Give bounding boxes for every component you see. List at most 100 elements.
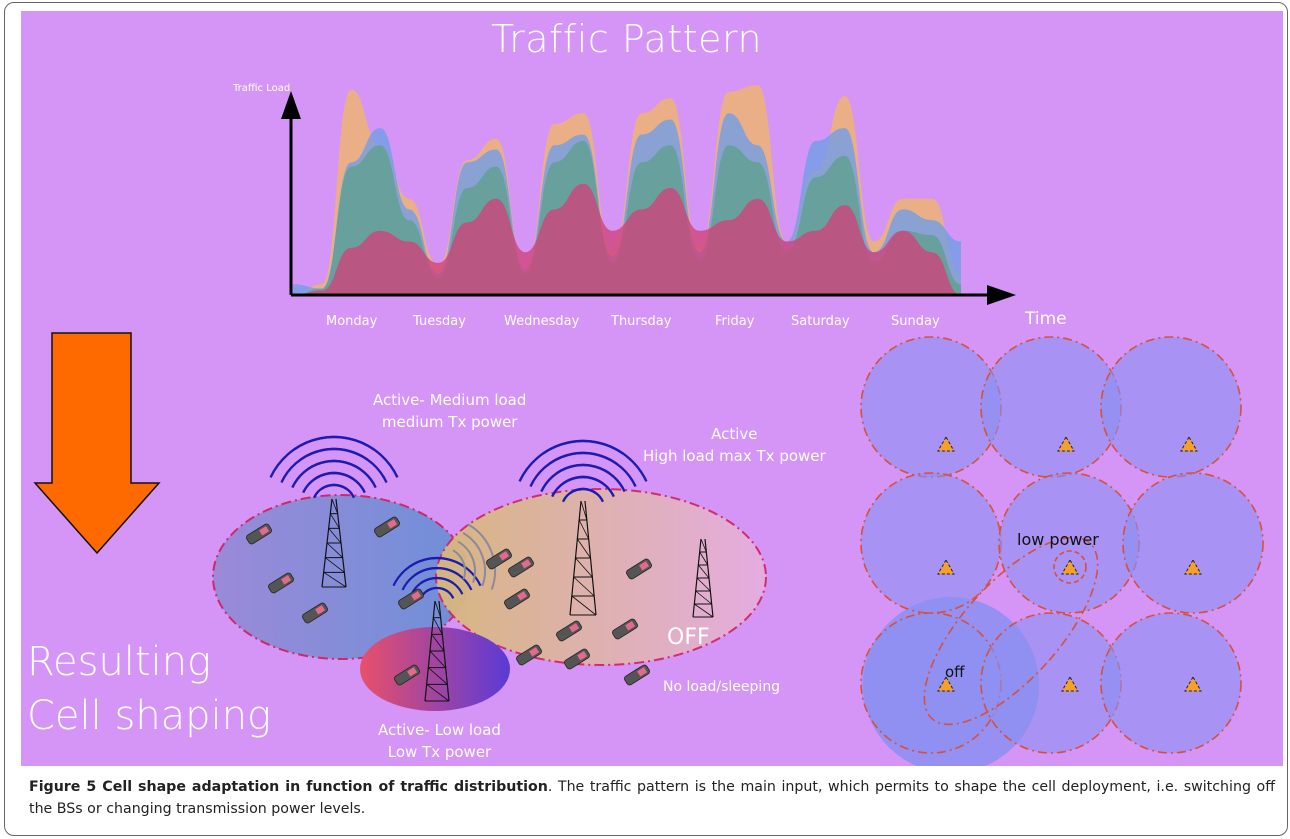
wave-faded-2 [462, 532, 486, 587]
phone-screen [637, 667, 648, 677]
phones [246, 516, 652, 686]
base-station-icon [1184, 675, 1202, 692]
tower-brace [428, 667, 448, 685]
tower-brace [580, 500, 588, 521]
cell-coverage-circle [1100, 336, 1242, 478]
base-station-icon [937, 435, 955, 452]
tower-brace [699, 551, 709, 566]
phone-screen [517, 591, 528, 601]
base-station-icon [937, 675, 955, 692]
wave-right-0-1 [313, 471, 366, 494]
phone-screen [407, 667, 418, 677]
traffic-chart [293, 85, 961, 295]
phone-icon [508, 556, 534, 578]
phone-screen [315, 605, 326, 615]
wave-right-0-2 [306, 459, 377, 489]
phone-icon [394, 664, 420, 686]
tower-icon-low [424, 600, 450, 702]
phone-screen [569, 623, 580, 633]
caption-text: . The traffic pattern is the main input,… [29, 779, 1275, 817]
phone-icon [626, 558, 652, 580]
tower-brace [573, 576, 595, 597]
tower-brace [577, 538, 591, 559]
radio-waves [269, 435, 648, 599]
wave-right-2-0 [426, 586, 455, 599]
down-arrow-icon [33, 332, 161, 555]
cell-coverage-circle [1122, 472, 1264, 614]
wave-right-0-4 [293, 435, 399, 478]
high-load-line2: High load max Tx power [643, 447, 826, 465]
phone-icon [504, 588, 530, 610]
phone-body [624, 664, 650, 686]
low-load-label: Active- Low load Low Tx power [378, 719, 501, 763]
cell-coverage-circle [860, 612, 1002, 754]
x-tick-label: Friday [715, 314, 755, 329]
phone-icon [246, 523, 272, 545]
result-label-line2: Cell shaping [27, 693, 272, 739]
cell-grid [860, 336, 1264, 766]
tower-brace [575, 557, 593, 578]
x-axis-arrow-icon [987, 285, 1016, 305]
cell-scene [212, 435, 767, 711]
figure-panel: Traffic Pattern Traffic Load Monday Tues… [21, 11, 1283, 766]
base-station-icon [1057, 435, 1075, 452]
tower-brace [326, 542, 343, 558]
cell-coverage-circle [980, 336, 1122, 478]
phone-screen [625, 621, 636, 631]
base-station-icon [1061, 675, 1079, 692]
wave-faded-1 [457, 540, 476, 583]
wave-left-0-4 [269, 435, 375, 478]
off-cell-label: off [945, 663, 965, 681]
phone-screen [521, 559, 532, 569]
phone-icon [486, 548, 512, 570]
tower-brace [331, 498, 339, 514]
low-power-coverage-outline [923, 536, 1099, 726]
low-power-core-circle [1053, 550, 1087, 584]
y-axis-arrow-icon [281, 91, 301, 119]
phone-icon [624, 664, 650, 686]
off-label: OFF [667, 625, 710, 650]
cell-coverage-circle [860, 472, 1002, 614]
low-power-label: low power [1017, 530, 1099, 549]
phone-screen [639, 561, 650, 571]
figure-frame: Traffic Pattern Traffic Load Monday Tues… [4, 2, 1288, 836]
wave-right-1-1 [562, 475, 615, 498]
tower-icon-high [569, 500, 597, 616]
wave-right-1-2 [555, 463, 626, 493]
tower-icon-medium [321, 498, 347, 588]
phone-icon [516, 644, 542, 666]
cell-coverage-circle [980, 612, 1122, 754]
caption-label: Figure 5 Cell shape adaptation in functi… [29, 779, 548, 795]
wave-right-1-0 [569, 487, 605, 503]
x-tick-label: Saturday [791, 314, 850, 329]
wave-right-1-4 [542, 439, 648, 482]
wave-right-2-2 [414, 566, 473, 591]
figure-art [33, 85, 1264, 766]
phone-screen [577, 651, 588, 661]
off-sub-label: No load/sleeping [663, 679, 781, 695]
medium-load-label: Active- Medium load medium Tx power [373, 389, 526, 433]
base-station-icon [937, 558, 955, 575]
phone-icon [398, 588, 424, 610]
tower-brace [578, 519, 590, 540]
low-load-cell [360, 627, 510, 711]
wave-right-0-3 [300, 447, 388, 483]
phone-icon [612, 618, 638, 640]
low-load-line2: Low Tx power [387, 743, 492, 761]
medium-load-line1: Active- Medium load [373, 391, 527, 409]
tower-brace [328, 528, 342, 544]
towers [321, 498, 714, 702]
tower-brace [426, 684, 450, 702]
phone-icon [268, 572, 294, 594]
base-station-icon [1061, 558, 1079, 575]
x-tick-label: Wednesday [504, 314, 580, 329]
tower-brace [325, 557, 345, 573]
base-station-icon [1184, 558, 1202, 575]
phone-icon [556, 620, 582, 642]
phone-screen [411, 591, 422, 601]
y-axis-label: Traffic Load [233, 83, 291, 94]
wave-left-1-4 [518, 439, 624, 482]
tower-icon-off [692, 538, 714, 618]
figure-caption: Figure 5 Cell shape adaptation in functi… [29, 776, 1275, 820]
wave-right-0-0 [320, 483, 356, 499]
